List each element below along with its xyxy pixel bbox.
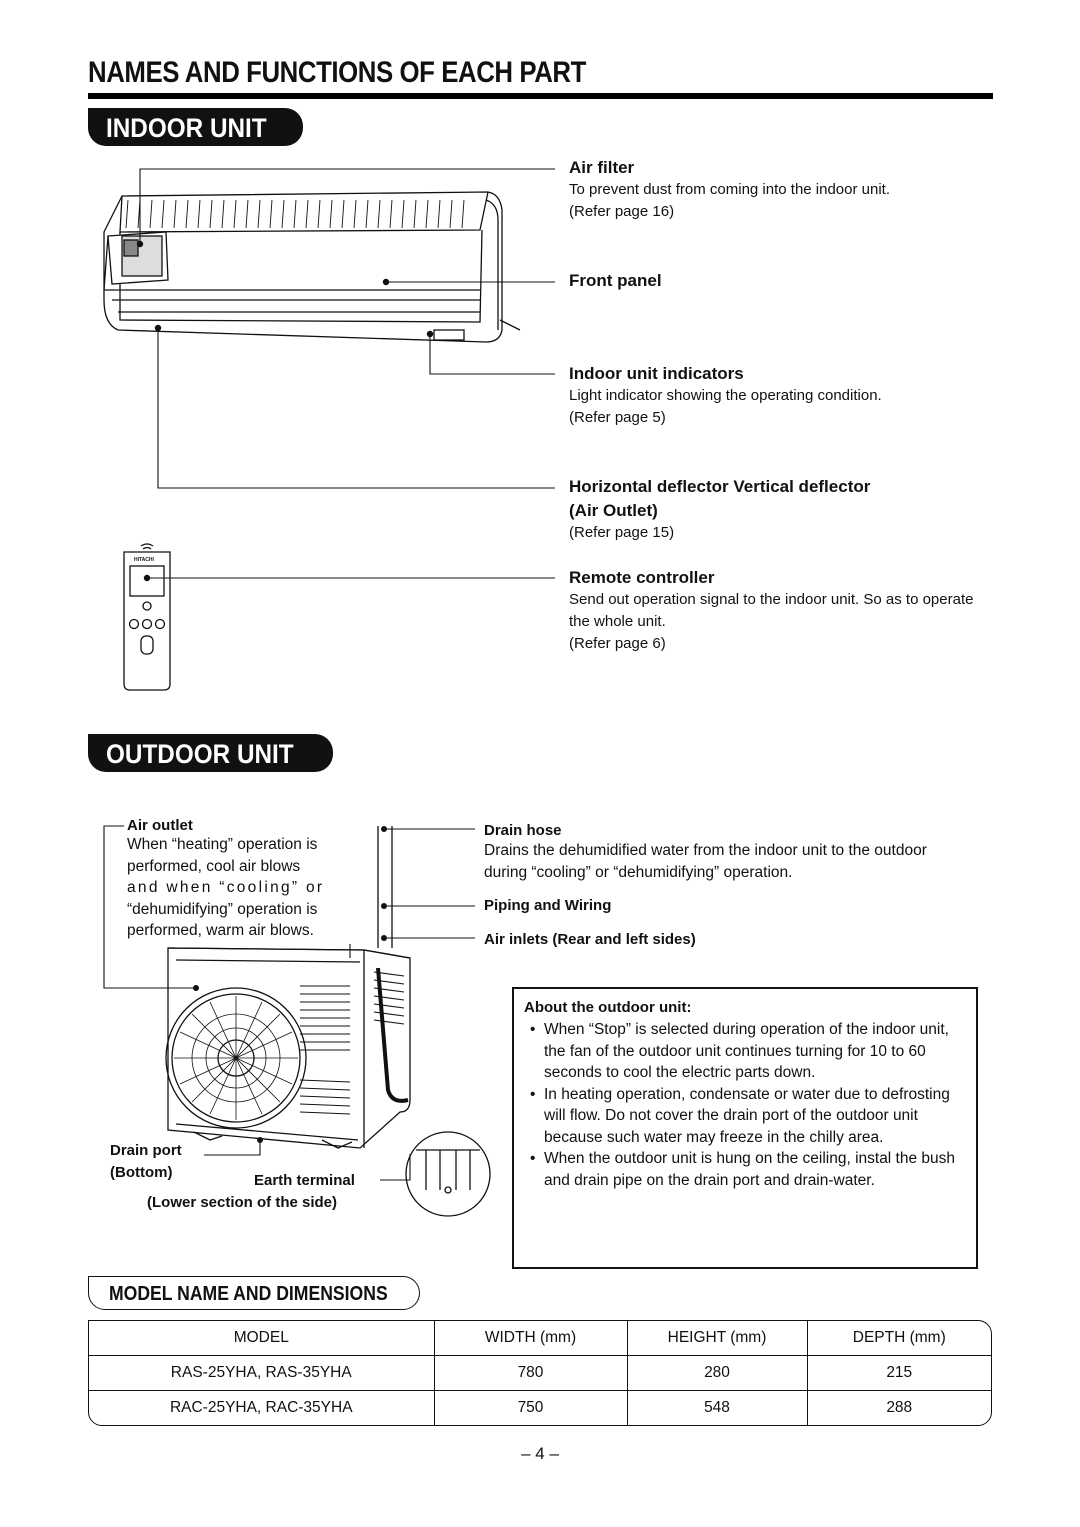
indoor-unit-illustration <box>103 191 521 343</box>
part-indoor-indicators: Indoor unit indicators Light indicator s… <box>569 364 989 429</box>
part-name: Indoor unit indicators <box>569 364 744 383</box>
outdoor-unit-heading: OUTDOOR UNIT <box>88 734 333 772</box>
column-header: MODEL <box>89 1321 435 1356</box>
about-bullet: In heating operation, condensate or wate… <box>520 1084 962 1149</box>
label-drain-hose: Drain hose Drains the dehumidified water… <box>484 822 954 883</box>
part-desc: To prevent dust from coming into the ind… <box>569 181 891 198</box>
indoor-leader-lines <box>139 168 555 579</box>
table-header-row: MODEL WIDTH (mm) HEIGHT (mm) DEPTH (mm) <box>89 1321 991 1356</box>
column-header: WIDTH (mm) <box>434 1321 628 1356</box>
label-drain-port: Drain port <box>110 1142 182 1159</box>
model-dimensions-heading: MODEL NAME AND DIMENSIONS <box>88 1276 420 1310</box>
table-cell: 215 <box>807 1355 991 1392</box>
drain-hose-title: Drain hose <box>484 822 562 839</box>
label-drain-port-sub: (Bottom) <box>110 1164 173 1181</box>
page-number: – 4 – <box>521 1444 559 1463</box>
part-desc: Light indicator showing the operating co… <box>569 387 882 404</box>
part-ref: (Refer page 6) <box>569 635 666 652</box>
table-cell: 288 <box>886 1399 913 1417</box>
part-deflectors: Horizontal deflector Vertical deflector … <box>569 477 989 544</box>
about-outdoor-unit-box: About the outdoor unit: When “Stop” is s… <box>512 987 978 1269</box>
air-outlet-line: “dehumidifying” operation is <box>127 900 318 918</box>
outdoor-unit-illustration <box>165 826 491 1217</box>
column-header: HEIGHT (mm) <box>627 1321 808 1356</box>
part-ref: (Refer page 15) <box>569 524 675 541</box>
air-outlet-line: and when “cooling” or <box>127 879 325 896</box>
dimensions-table: MODEL WIDTH (mm) HEIGHT (mm) DEPTH (mm) … <box>88 1320 992 1426</box>
about-bullet: When the outdoor unit is hung on the cei… <box>520 1148 962 1191</box>
air-outlet-title: Air outlet <box>127 817 193 834</box>
part-desc: Send out operation signal to the indoor … <box>569 591 974 630</box>
table-cell: 780 <box>434 1355 628 1392</box>
about-list: When “Stop” is selected during operation… <box>520 1019 962 1191</box>
table-cell: RAC-25YHA, RAC-35YHA <box>89 1390 435 1425</box>
table-cell: RAS-25YHA, RAS-35YHA <box>89 1355 435 1392</box>
part-name: Front panel <box>569 271 662 290</box>
title-rule <box>88 93 993 99</box>
indoor-unit-heading: INDOOR UNIT <box>88 108 303 146</box>
drain-hose-desc: Drains the dehumidified water from the i… <box>484 842 927 881</box>
part-ref: (Refer page 16) <box>569 203 675 220</box>
air-outlet-line: performed, warm air blows. <box>127 922 314 939</box>
label-piping-wiring: Piping and Wiring <box>484 897 612 914</box>
table-row: RAC-25YHA, RAC-35YHA 750 548 288 <box>89 1390 991 1425</box>
page-title: NAMES AND FUNCTIONS OF EACH PART <box>88 56 586 89</box>
part-air-filter: Air filter To prevent dust from coming i… <box>569 158 989 223</box>
part-ref: (Refer page 5) <box>569 409 666 426</box>
part-name-sub: (Air Outlet) <box>569 501 658 520</box>
part-name: Air filter <box>569 158 635 177</box>
remote-controller-illustration <box>123 543 171 691</box>
label-earth-terminal: Earth terminal <box>254 1172 355 1189</box>
label-earth-terminal-sub: (Lower section of the side) <box>147 1194 338 1211</box>
about-bullet: When “Stop” is selected during operation… <box>520 1019 962 1084</box>
part-name: Remote controller <box>569 568 715 587</box>
table-cell: 280 <box>627 1355 808 1392</box>
column-header: DEPTH (mm) <box>807 1321 991 1356</box>
air-outlet-line: When “heating” operation is <box>127 836 318 853</box>
part-remote-controller: Remote controller Send out operation sig… <box>569 568 981 655</box>
table-cell: 548 <box>627 1390 808 1425</box>
part-front-panel: Front panel <box>569 271 989 291</box>
remote-brand: HITACHI <box>134 557 154 563</box>
part-name: Horizontal deflector Vertical deflector <box>569 477 871 496</box>
about-title: About the outdoor unit: <box>524 999 692 1016</box>
table-cell: 750 <box>434 1390 628 1425</box>
air-outlet-line: performed, cool air blows <box>127 857 301 875</box>
table-row: RAS-25YHA, RAS-35YHA 780 280 215 <box>89 1355 991 1392</box>
outdoor-leader-lines <box>103 825 475 1181</box>
label-air-outlet: Air outlet When “heating” operation is p… <box>127 817 355 942</box>
label-air-inlets: Air inlets (Rear and left sides) <box>484 931 696 948</box>
